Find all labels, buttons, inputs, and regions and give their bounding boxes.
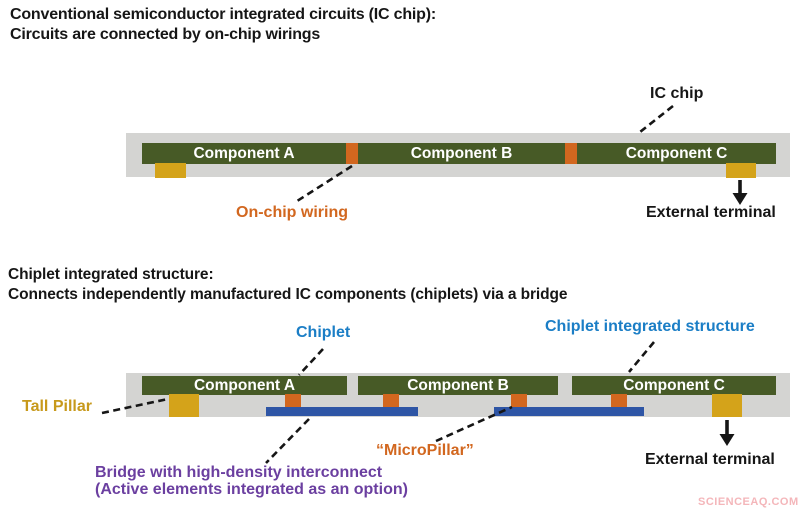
external-terminal-label-2: External terminal — [645, 451, 775, 468]
bridge-label-line1: Bridge with high-density interconnect — [95, 464, 383, 481]
external-terminal-arrow-2-head — [719, 434, 735, 446]
external-terminal-pad-left — [155, 163, 186, 178]
watermark: SCIENCEAQ.COM — [698, 496, 799, 508]
ic-chip-leader-line — [639, 104, 674, 134]
micropillar-label: “MicroPillar” — [376, 442, 474, 459]
chiplet-structure-leader-line — [628, 341, 655, 373]
micropillar-a — [285, 394, 301, 407]
component-c-label-2: Component C — [623, 377, 725, 394]
component-b-label-1: Component B — [410, 145, 513, 162]
micropillar-b-right — [511, 394, 527, 407]
chiplet-leader-line — [298, 348, 324, 376]
external-terminal-label-1: External terminal — [646, 204, 776, 221]
bridge-left — [266, 407, 418, 416]
component-b-label-2: Component B — [407, 377, 509, 394]
ic-chip-die — [142, 143, 776, 164]
component-a-label-2: Component A — [193, 377, 296, 394]
bridge-leader-line — [265, 418, 310, 464]
on-chip-wiring-label: On-chip wiring — [236, 204, 348, 221]
bridge-right — [494, 407, 644, 416]
tall-pillar-label: Tall Pillar — [22, 398, 92, 415]
bridge-label-line2: (Active elements integrated as an option… — [95, 481, 408, 498]
on-chip-wiring-segment-1 — [346, 143, 358, 164]
micropillar-b-left — [383, 394, 399, 407]
micropillar-c — [611, 394, 627, 407]
section2-title-line1: Chiplet integrated structure: — [8, 266, 214, 283]
section1-title-line2: Circuits are connected by on-chip wiring… — [10, 26, 321, 43]
section2-title-line2: Connects independently manufactured IC c… — [8, 286, 568, 303]
external-terminal-pad-right — [726, 163, 756, 178]
component-a-label-1: Component A — [193, 145, 295, 162]
ic-chip-label: IC chip — [650, 85, 704, 102]
tall-pillar-left — [169, 394, 199, 417]
component-c-label-1: Component C — [625, 145, 728, 162]
chiplet-c — [572, 376, 776, 395]
on-chip-wiring-segment-2 — [565, 143, 577, 164]
chiplet-label: Chiplet — [296, 324, 351, 341]
tall-pillar-right — [712, 394, 742, 417]
chiplet-a — [142, 376, 347, 395]
section1-title-line1: Conventional semiconductor integrated ci… — [10, 6, 436, 23]
chiplet-b — [358, 376, 558, 395]
chiplet-integrated-structure-label: Chiplet integrated structure — [545, 318, 755, 335]
